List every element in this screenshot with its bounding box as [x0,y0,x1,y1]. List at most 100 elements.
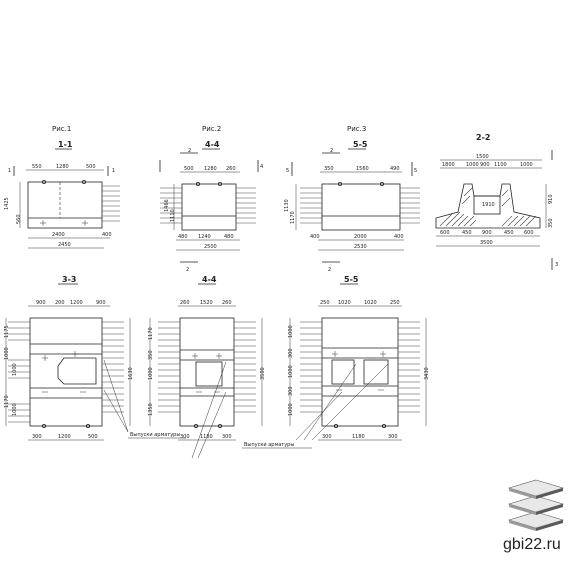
watermark-text: gbi22.ru [503,536,561,553]
cut-mark: 3 [555,262,558,268]
dim-left-4: 1350 [148,403,154,416]
dim-top-3: 1200 [70,300,83,306]
cut-mark-right: 5 [414,168,417,174]
figure-3-section: 5-5 [353,140,368,149]
dim-left-5: 1000 [288,403,294,416]
dim-side-1: 910 [548,194,554,204]
cut-mark-right: 4 [260,164,263,170]
dim-left-3: 1000 [12,363,18,376]
dim-left-1: 1175 [4,325,10,338]
dim-top-4: 250 [390,300,400,306]
dim-bottom-5: 600 [524,230,534,236]
figure-1: Рис.1 1-1 1 1 550 1280 500 1425 560 [4,125,120,249]
dim-mid: 1910 [482,202,495,208]
dim-top-1: 350 [324,166,334,172]
dim-left-2: 1000 [4,347,10,360]
dim-top-1: 260 [180,300,190,306]
dim-top-1: 1800 [442,162,455,168]
dim-total: 2500 [204,244,217,250]
dim-top-2: 1520 [200,300,213,306]
plan-title: 5-5 [344,275,359,284]
dim-top-2: 1280 [56,164,69,170]
dim-left-4: 300 [288,386,294,396]
dim-total: 2450 [58,242,71,248]
figure-3-label: Рис.3 [347,125,366,133]
dim-top-4: 900 [96,300,106,306]
cut-mark-top: 2 [188,148,191,154]
dim-top-1: 500 [184,166,194,172]
dim-right: 3430 [424,367,430,380]
plan-title: 3-3 [62,275,76,284]
logo-slab-bottom [507,511,565,531]
dim-top-1: 250 [320,300,330,306]
plan-5-5: 5-5 250 1020 1020 250 [242,275,430,449]
dim-top-2: 1560 [356,166,369,172]
cut-mark-right: 1 [112,168,115,174]
dim-bottom-2: 2000 [354,234,367,240]
dim-bottom-1: 2400 [52,232,65,238]
dim-top-2: 1020 [338,300,351,306]
section-title: 2-2 [476,133,490,142]
dim-bottom-3: 300 [222,434,232,440]
dim-top-3: 260 [222,300,232,306]
dim-bottom-1: 300 [322,434,332,440]
dim-left-5: 1000 [12,403,18,416]
figure-1-section: 1-1 [58,140,73,149]
dim-bottom-2: 1240 [198,234,211,240]
cut-mark-left: 1 [8,168,11,174]
dim-side-2: 1110 [170,209,176,222]
figure-1-label: Рис.1 [52,125,71,133]
dim-bottom-3: 480 [224,234,234,240]
dim-bottom-1: 400 [310,234,320,240]
dim-top-3: 500 [86,164,96,170]
figure-2: Рис.2 4-4 2 4 500 1280 260 1466 1110 480 [159,125,263,273]
dim-left-2: 300 [288,348,294,358]
dim-total: 2530 [354,244,367,250]
callout-left: Выпуски арматуры [130,432,180,438]
logo-slab-middle [507,495,565,515]
cut-mark-bottom: 2 [186,267,189,273]
plan-4-4: 4-4 260 1520 260 [148,275,266,459]
dim-left-3: 1000 [148,367,154,380]
dim-left-2: 350 [148,350,154,360]
dim-top-2: 200 [55,300,65,306]
dim-bottom-1: 300 [180,434,190,440]
dim-top-2: 1280 [204,166,217,172]
callout-right: Выпуски арматуры [244,442,294,448]
dim-top-3: 260 [226,166,236,172]
dim-top-3: 490 [390,166,400,172]
dim-top-1: 550 [32,164,42,170]
figure-2-section: 4-4 [205,140,220,149]
plan-3-3: 3-3 900 200 1200 900 [4,275,186,441]
dim-bottom-3: 500 [88,434,98,440]
plan-title: 4-4 [202,275,217,284]
dim-top-6: 1000 [520,162,533,168]
dim-top-1: 900 [36,300,46,306]
dim-left-4: 1170 [4,395,10,408]
figure-2-label: Рис.2 [202,125,221,133]
dim-bottom-2: 400 [102,232,112,238]
logo-slab-top [507,479,565,499]
dim-side-1: 1425 [4,197,10,210]
dim-side-2: 350 [548,218,554,228]
dim-bottom-1: 480 [178,234,188,240]
dim-bottom-3: 900 [482,230,492,236]
dim-left-1: 1000 [288,325,294,338]
dim-top-3: 1000 [466,162,479,168]
cut-mark-bottom: 2 [328,267,331,273]
dim-top-4: 900 [480,162,490,168]
dim-top-5: 1100 [494,162,507,168]
dim-left-1: 1170 [148,327,154,340]
dim-top-2: 1500 [476,154,489,160]
dim-total: 3500 [480,240,493,246]
dim-top-3: 1020 [364,300,377,306]
cut-mark-top: 2 [330,148,333,154]
dim-side-2: 1170 [290,211,296,224]
dim-side-2: 560 [16,214,22,224]
dim-bottom-1: 300 [32,434,42,440]
dim-bottom-2: 1200 [58,434,71,440]
dim-bottom-3: 400 [394,234,404,240]
dim-bottom-4: 450 [504,230,514,236]
section-2-2: 2-2 1500 1800 1000 900 1100 1000 1910 91… [435,133,558,270]
